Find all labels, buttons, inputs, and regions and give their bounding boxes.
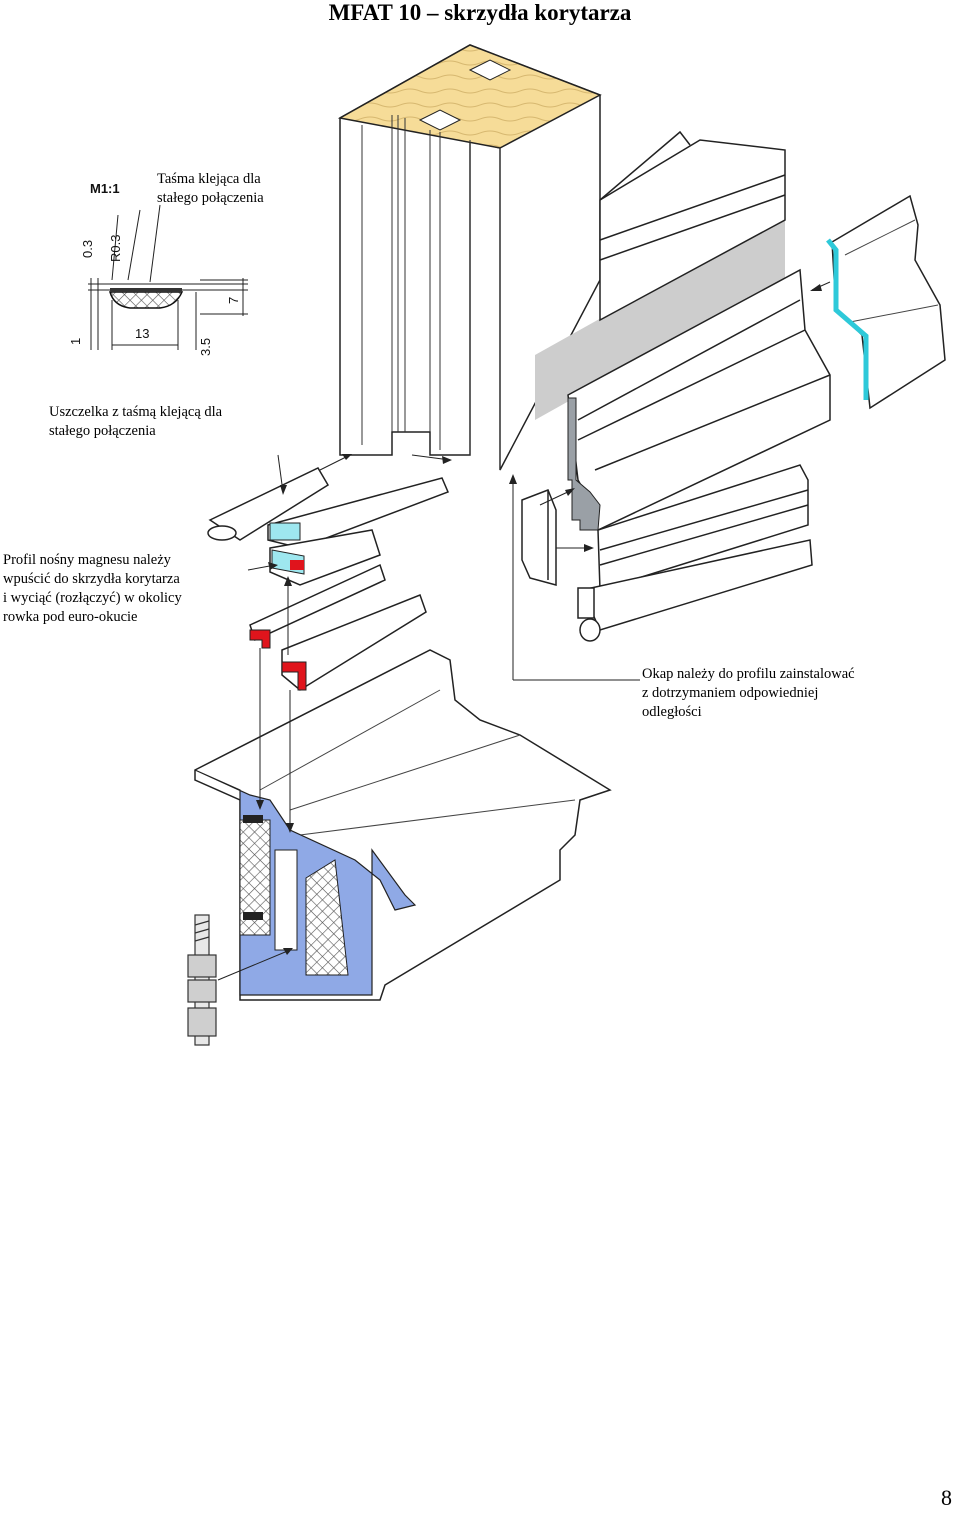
vertical-post [337, 44, 602, 471]
svg-text:0.3: 0.3 [80, 240, 95, 258]
seal-strip-1 [269, 522, 301, 541]
upper-profiles [567, 130, 831, 642]
magnet-profile-1 [249, 629, 271, 649]
svg-text:3.5: 3.5 [198, 338, 213, 356]
leader-lines [217, 281, 831, 981]
shadow-area [535, 215, 785, 420]
end-cap [521, 489, 557, 586]
page-number: 8 [941, 1485, 952, 1510]
svg-text:1: 1 [68, 338, 83, 345]
svg-text:7: 7 [226, 297, 241, 304]
tape-profile [109, 291, 184, 309]
sash-section [194, 649, 612, 1001]
scale-label: M1:1 [90, 181, 120, 196]
profile-label: Profil nośny magnesu należy wpuścić do s… [3, 552, 182, 625]
magnet-profile-2 [281, 661, 307, 691]
aluminium-section [567, 397, 601, 531]
svg-text:13: 13 [135, 326, 149, 341]
page-title: MFAT 10 – skrzydła korytarza [328, 0, 632, 25]
svg-text:R0.3: R0.3 [108, 235, 123, 262]
arrow-heads [256, 284, 822, 955]
seal-label: Uszczelka z taśmą klejącą dla stałego po… [49, 404, 223, 439]
lower-rails [207, 467, 449, 691]
seal-profile [826, 194, 946, 410]
tape-label: Taśma klejąca dla stałego połączenia [157, 171, 264, 206]
tape-detail: M1:1 0.3 R0.3 7 1 13 3.5 [68, 181, 248, 356]
threaded-bolt [187, 914, 217, 1046]
drip-label: Okap należy do profilu zainstalować z do… [642, 666, 855, 720]
